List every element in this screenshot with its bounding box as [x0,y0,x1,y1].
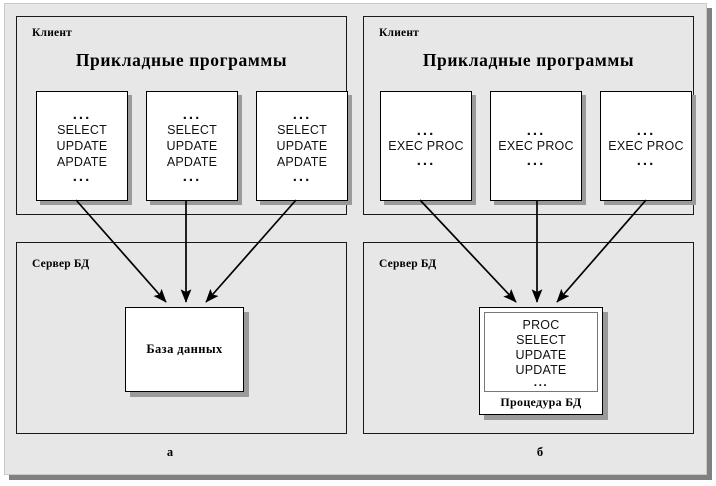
card-dots-bottom: ... [636,152,656,169]
proc-line: PROC [522,317,560,332]
right-server-label: Сервер БД [379,258,437,270]
card-line: EXEC PROC [498,139,574,153]
card-line: EXEC PROC [608,139,684,153]
program-card[interactable]: ... SELECT UPDATE APDATE ... [146,91,238,201]
figure-caption-left: а [166,445,174,459]
left-client-panel: Клиент Прикладные программы ... SELECT U… [16,16,348,215]
procedure-caption: Процедура БД [500,395,582,409]
card-line: SELECT [167,123,217,137]
card-dots-top: ... [292,106,312,123]
left-client-label: Клиент [32,27,72,39]
procedure-code-block: PROC SELECT UPDATE UPDATE ... [484,312,598,392]
card-dots-top: ... [526,122,546,139]
card-dots-bottom: ... [416,152,436,169]
left-server-panel: Сервер БД База данных [16,242,347,434]
right-client-panel: Клиент Прикладные программы ... EXEC PRO… [363,16,694,215]
proc-line: SELECT [516,332,566,347]
card-line: SELECT [277,123,327,137]
card-dots-top: ... [182,106,202,123]
program-card[interactable]: ... EXEC PROC ... [490,91,582,201]
right-client-title: Прикладные программы [422,50,635,70]
card-dots-top: ... [72,106,92,123]
card-line: APDATE [276,155,328,169]
card-dots-bottom: ... [182,168,202,185]
stored-procedure-box[interactable]: PROC SELECT UPDATE UPDATE ... Процедура … [479,307,603,415]
card-dots-bottom: ... [526,152,546,169]
program-card[interactable]: ... SELECT UPDATE APDATE ... [36,91,128,201]
card-dots-top: ... [636,122,656,139]
card-line: APDATE [56,155,108,169]
database-label: База данных [146,342,223,356]
left-client-title: Прикладные программы [75,50,288,70]
card-line: EXEC PROC [388,139,464,153]
card-dots-bottom: ... [72,168,92,185]
figure-caption-right: б [536,445,544,459]
card-line: SELECT [57,123,107,137]
right-server-panel: Сервер БД PROC SELECT UPDATE UPDATE ... … [363,242,694,434]
program-card[interactable]: ... EXEC PROC ... [380,91,472,201]
right-client-label: Клиент [379,27,419,39]
card-dots-bottom: ... [292,168,312,185]
database-box[interactable]: База данных [125,307,244,392]
proc-line: UPDATE [515,362,567,377]
left-server-label: Сервер БД [32,258,90,270]
card-line: UPDATE [166,139,218,153]
card-line: APDATE [166,155,218,169]
program-card[interactable]: ... EXEC PROC ... [600,91,692,201]
proc-line: UPDATE [515,347,567,362]
card-dots-top: ... [416,122,436,139]
program-card[interactable]: ... SELECT UPDATE APDATE ... [256,91,348,201]
card-line: UPDATE [276,139,328,153]
figure-canvas: Клиент Прикладные программы ... SELECT U… [4,3,707,475]
proc-dots: ... [533,374,549,389]
card-line: UPDATE [56,139,108,153]
